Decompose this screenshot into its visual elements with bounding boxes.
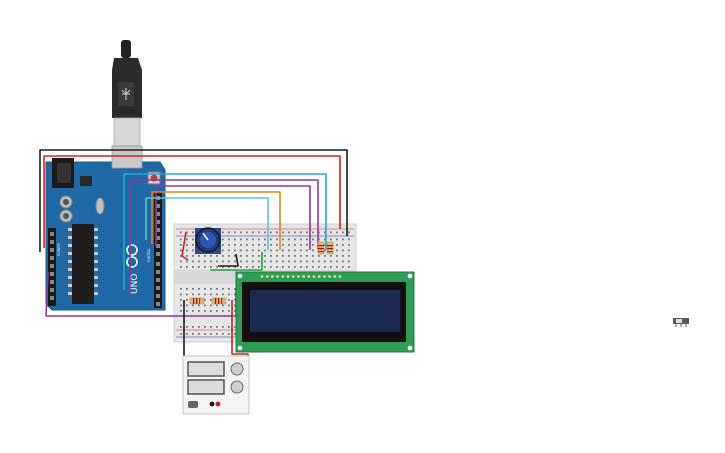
psu-power-switch[interactable] bbox=[188, 401, 198, 408]
arduino-logo-icon bbox=[126, 244, 138, 268]
lcd-screen bbox=[250, 290, 400, 332]
wire-black-top bbox=[39, 149, 348, 252]
wire-purple-1 bbox=[129, 179, 319, 296]
lcd-pins bbox=[260, 275, 342, 278]
psu-knob-current[interactable] bbox=[230, 380, 244, 394]
wire-black-pot bbox=[218, 253, 239, 267]
usb-port bbox=[111, 145, 143, 169]
lcd-display[interactable] bbox=[235, 271, 415, 353]
wire-orange bbox=[151, 191, 281, 250]
uno-label: UNO bbox=[130, 274, 140, 294]
usb-cable[interactable] bbox=[112, 40, 142, 147]
crystal bbox=[95, 197, 105, 215]
wire-lightblue bbox=[145, 197, 269, 250]
psu-terminal-positive bbox=[215, 401, 221, 407]
wire-red-pot bbox=[181, 231, 189, 261]
psu-knob-voltage[interactable] bbox=[230, 362, 244, 376]
potentiometer-knob[interactable] bbox=[195, 227, 221, 254]
arduino-board[interactable]: UNO POWER DIGITAL bbox=[45, 145, 166, 311]
slide-switch[interactable] bbox=[673, 318, 689, 327]
digital-header-label: DIGITAL bbox=[147, 248, 151, 262]
resistors bbox=[189, 241, 334, 305]
psu-display-voltage bbox=[187, 361, 225, 377]
bench-power-supply[interactable] bbox=[182, 355, 250, 415]
wire-cyan bbox=[123, 173, 327, 290]
psu-display-current bbox=[187, 379, 225, 395]
atmega-chip bbox=[72, 224, 94, 304]
power-header-label: POWER bbox=[57, 242, 61, 256]
psu-terminal-negative bbox=[209, 401, 215, 407]
wires bbox=[39, 149, 348, 411]
wire-purple-2 bbox=[155, 185, 311, 250]
digital-header[interactable] bbox=[154, 192, 162, 308]
wire-red-top bbox=[43, 155, 341, 248]
wire-green-pot bbox=[210, 252, 263, 271]
